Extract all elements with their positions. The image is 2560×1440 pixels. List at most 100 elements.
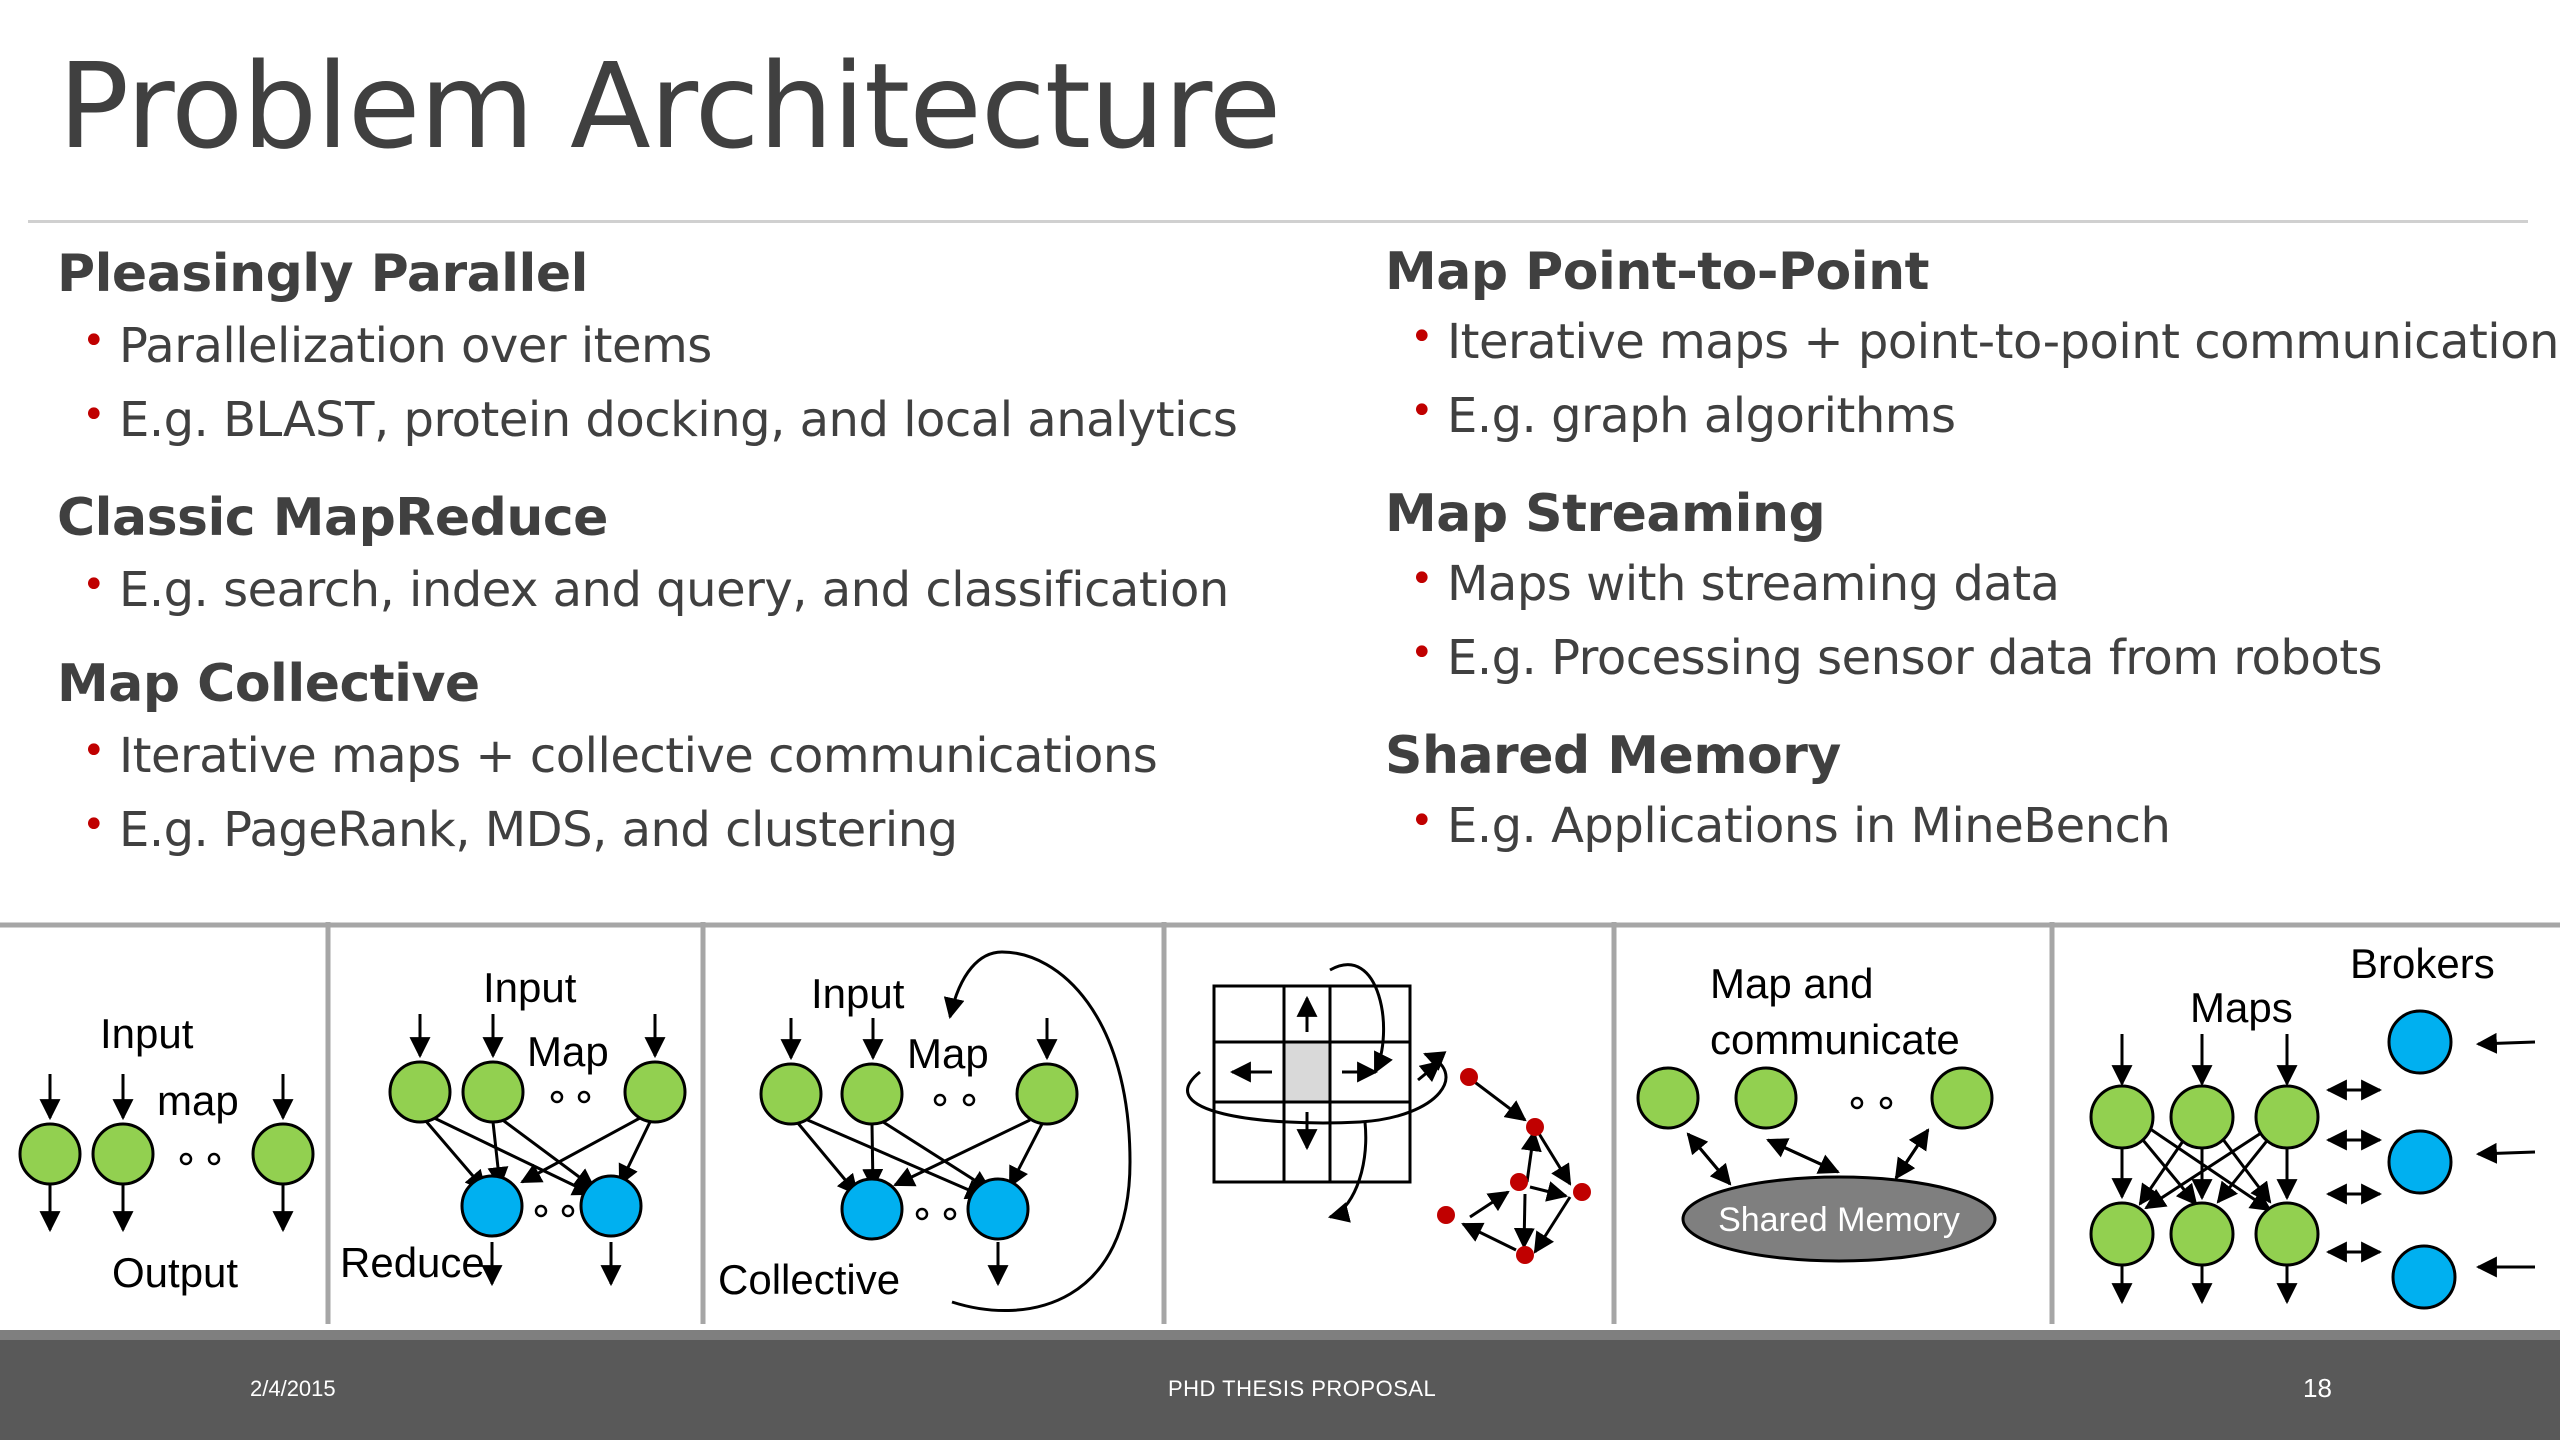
maps-label: Maps <box>2190 984 2293 1031</box>
section-heading: Shared Memory <box>1385 726 1841 786</box>
bullet-item: •E.g. BLAST, protein docking, and local … <box>57 392 1317 466</box>
bullet-text: E.g. graph algorithms <box>1447 388 1956 444</box>
architecture-diagram-strip: Input map Output Input Map Reduce <box>0 922 2560 1330</box>
section-heading: Map Point-to-Point <box>1385 242 1929 302</box>
map-node <box>2169 1084 2235 1150</box>
map-node <box>840 1062 904 1126</box>
section-heading: Map Streaming <box>1385 484 1826 544</box>
bullet-text: Maps with streaming data <box>1447 556 2060 612</box>
input-label: Input <box>483 964 577 1011</box>
graph-node <box>1510 1173 1528 1191</box>
map-node <box>2169 1201 2235 1267</box>
map-node <box>251 1122 315 1186</box>
bullet-dot-icon: • <box>82 802 106 848</box>
section-pleasingly-parallel: Pleasingly Parallel •Parallelization ove… <box>57 248 1317 466</box>
section-shared-memory: Shared Memory •E.g. Applications in Mine… <box>1385 730 2560 872</box>
graph-node <box>1460 1068 1478 1086</box>
output-label: Output <box>112 1249 238 1296</box>
panel-pleasingly-parallel: Input map Output <box>18 1010 315 1296</box>
bullet-item: •Maps with streaming data <box>1385 556 2560 630</box>
map-and-label: Map and <box>1710 960 1873 1007</box>
slide-number: 18 <box>2303 1373 2332 1403</box>
map-node <box>18 1122 82 1186</box>
footer-date: 2/4/2015 <box>250 1376 336 1401</box>
brokers-label: Brokers <box>2350 940 2495 987</box>
bullet-text: Parallelization over items <box>119 318 712 374</box>
panel-shared-memory: Map and communicate Shared Memory <box>1636 960 1997 1263</box>
map-node <box>388 1060 452 1124</box>
map-node <box>1015 1062 1079 1126</box>
collective-node <box>966 1177 1030 1241</box>
map-label: Map <box>527 1028 609 1075</box>
bullet-item: • Iterative maps + point-to-point communi… <box>1385 314 2560 388</box>
bullet-item: • Iterative maps + collective communicati… <box>57 728 1317 802</box>
shared-memory-label: Shared Memory <box>1718 1201 1960 1239</box>
left-column: Pleasingly Parallel • Parallelization ove… <box>57 238 1317 876</box>
map-node <box>2254 1084 2320 1150</box>
map-node <box>2089 1084 2155 1150</box>
reduce-node <box>460 1174 524 1238</box>
panel-point-to-point <box>1186 963 1591 1264</box>
bullet-dot-icon: • <box>1410 798 1434 844</box>
slide-footer: 2/4/2015 PHD THESIS PROPOSAL 18 <box>0 1340 2560 1440</box>
bullet-item: • E.g. Applications in MineBench <box>1385 798 2560 872</box>
graph-node <box>1437 1206 1455 1224</box>
graph-node <box>1573 1183 1591 1201</box>
bullet-text: E.g. search, index and query, and classi… <box>119 562 1229 618</box>
panel-map-streaming: Maps Brokers <box>2089 940 2536 1310</box>
bullet-dot-icon: • <box>82 728 106 774</box>
graph-node <box>1526 1118 1544 1136</box>
bullet-dot-icon: • <box>82 318 106 364</box>
reduce-node <box>579 1174 643 1238</box>
bullet-text: Iterative maps + point-to-point communic… <box>1447 314 2560 370</box>
section-heading: Pleasingly Parallel <box>57 244 588 304</box>
broker-node <box>2387 1129 2453 1195</box>
bullet-text: E.g. Processing sensor data from robots <box>1447 630 2383 686</box>
map-node <box>1930 1066 1994 1130</box>
bullet-text: Iterative maps + collective communicatio… <box>119 728 1158 784</box>
bullet-item: • E.g. search, index and query, and class… <box>57 562 1317 636</box>
bullet-dot-icon: • <box>1410 630 1434 676</box>
bullet-dot-icon: • <box>1410 314 1434 360</box>
panel-map-collective: Input Map Collective <box>718 950 1132 1313</box>
graph-node <box>1516 1246 1534 1264</box>
bullet-text: E.g. BLAST, protein docking, and local a… <box>119 392 1238 448</box>
reduce-label: Reduce <box>340 1239 485 1286</box>
bullet-item: • Parallelization over items <box>57 318 1317 392</box>
map-node <box>759 1062 823 1126</box>
map-node <box>461 1060 525 1124</box>
map-node <box>91 1122 155 1186</box>
input-label: Input <box>811 970 905 1017</box>
map-node <box>2089 1201 2155 1267</box>
footer-accent-bar <box>0 1330 2560 1340</box>
bullet-text: E.g. PageRank, MDS, and clustering <box>119 802 958 858</box>
map-node <box>1636 1066 1700 1130</box>
map-label: Map <box>907 1030 989 1077</box>
bullet-item: • E.g. PageRank, MDS, and clustering <box>57 802 1317 876</box>
panel-classic-mapreduce: Input Map Reduce <box>340 964 687 1287</box>
bullet-dot-icon: • <box>82 562 106 608</box>
broker-node <box>2391 1244 2457 1310</box>
communicate-label: communicate <box>1710 1016 1960 1063</box>
right-column: Map Point-to-Point • Iterative maps + poi… <box>1385 238 2560 872</box>
slide-title: Problem Architecture <box>58 37 1281 175</box>
section-classic-mapreduce: Classic MapReduce •E.g. search, index an… <box>57 492 1317 636</box>
section-heading: Map Collective <box>57 654 480 714</box>
collective-label: Collective <box>718 1256 900 1303</box>
footer-title: PHD THESIS PROPOSAL <box>1168 1376 1437 1401</box>
shared-memory-ellipse <box>1681 1175 1997 1263</box>
map-node <box>2254 1201 2320 1267</box>
input-label: Input <box>100 1010 194 1057</box>
map-node <box>1734 1066 1798 1130</box>
collective-node <box>840 1177 904 1241</box>
center-cell <box>1282 1040 1332 1104</box>
bullet-dot-icon: • <box>1410 388 1434 434</box>
section-map-collective: Map Collective •Iterative maps + collect… <box>57 658 1317 876</box>
broker-node <box>2387 1009 2453 1075</box>
section-heading: Classic MapReduce <box>57 488 608 548</box>
map-node <box>623 1060 687 1124</box>
bullet-item: • E.g. graph algorithms <box>1385 388 2560 462</box>
section-map-point-to-point: Map Point-to-Point •Iterative maps + poi… <box>1385 246 2560 462</box>
panel-dividers <box>325 922 2055 1324</box>
bullet-text: E.g. Applications in MineBench <box>1447 798 2171 854</box>
